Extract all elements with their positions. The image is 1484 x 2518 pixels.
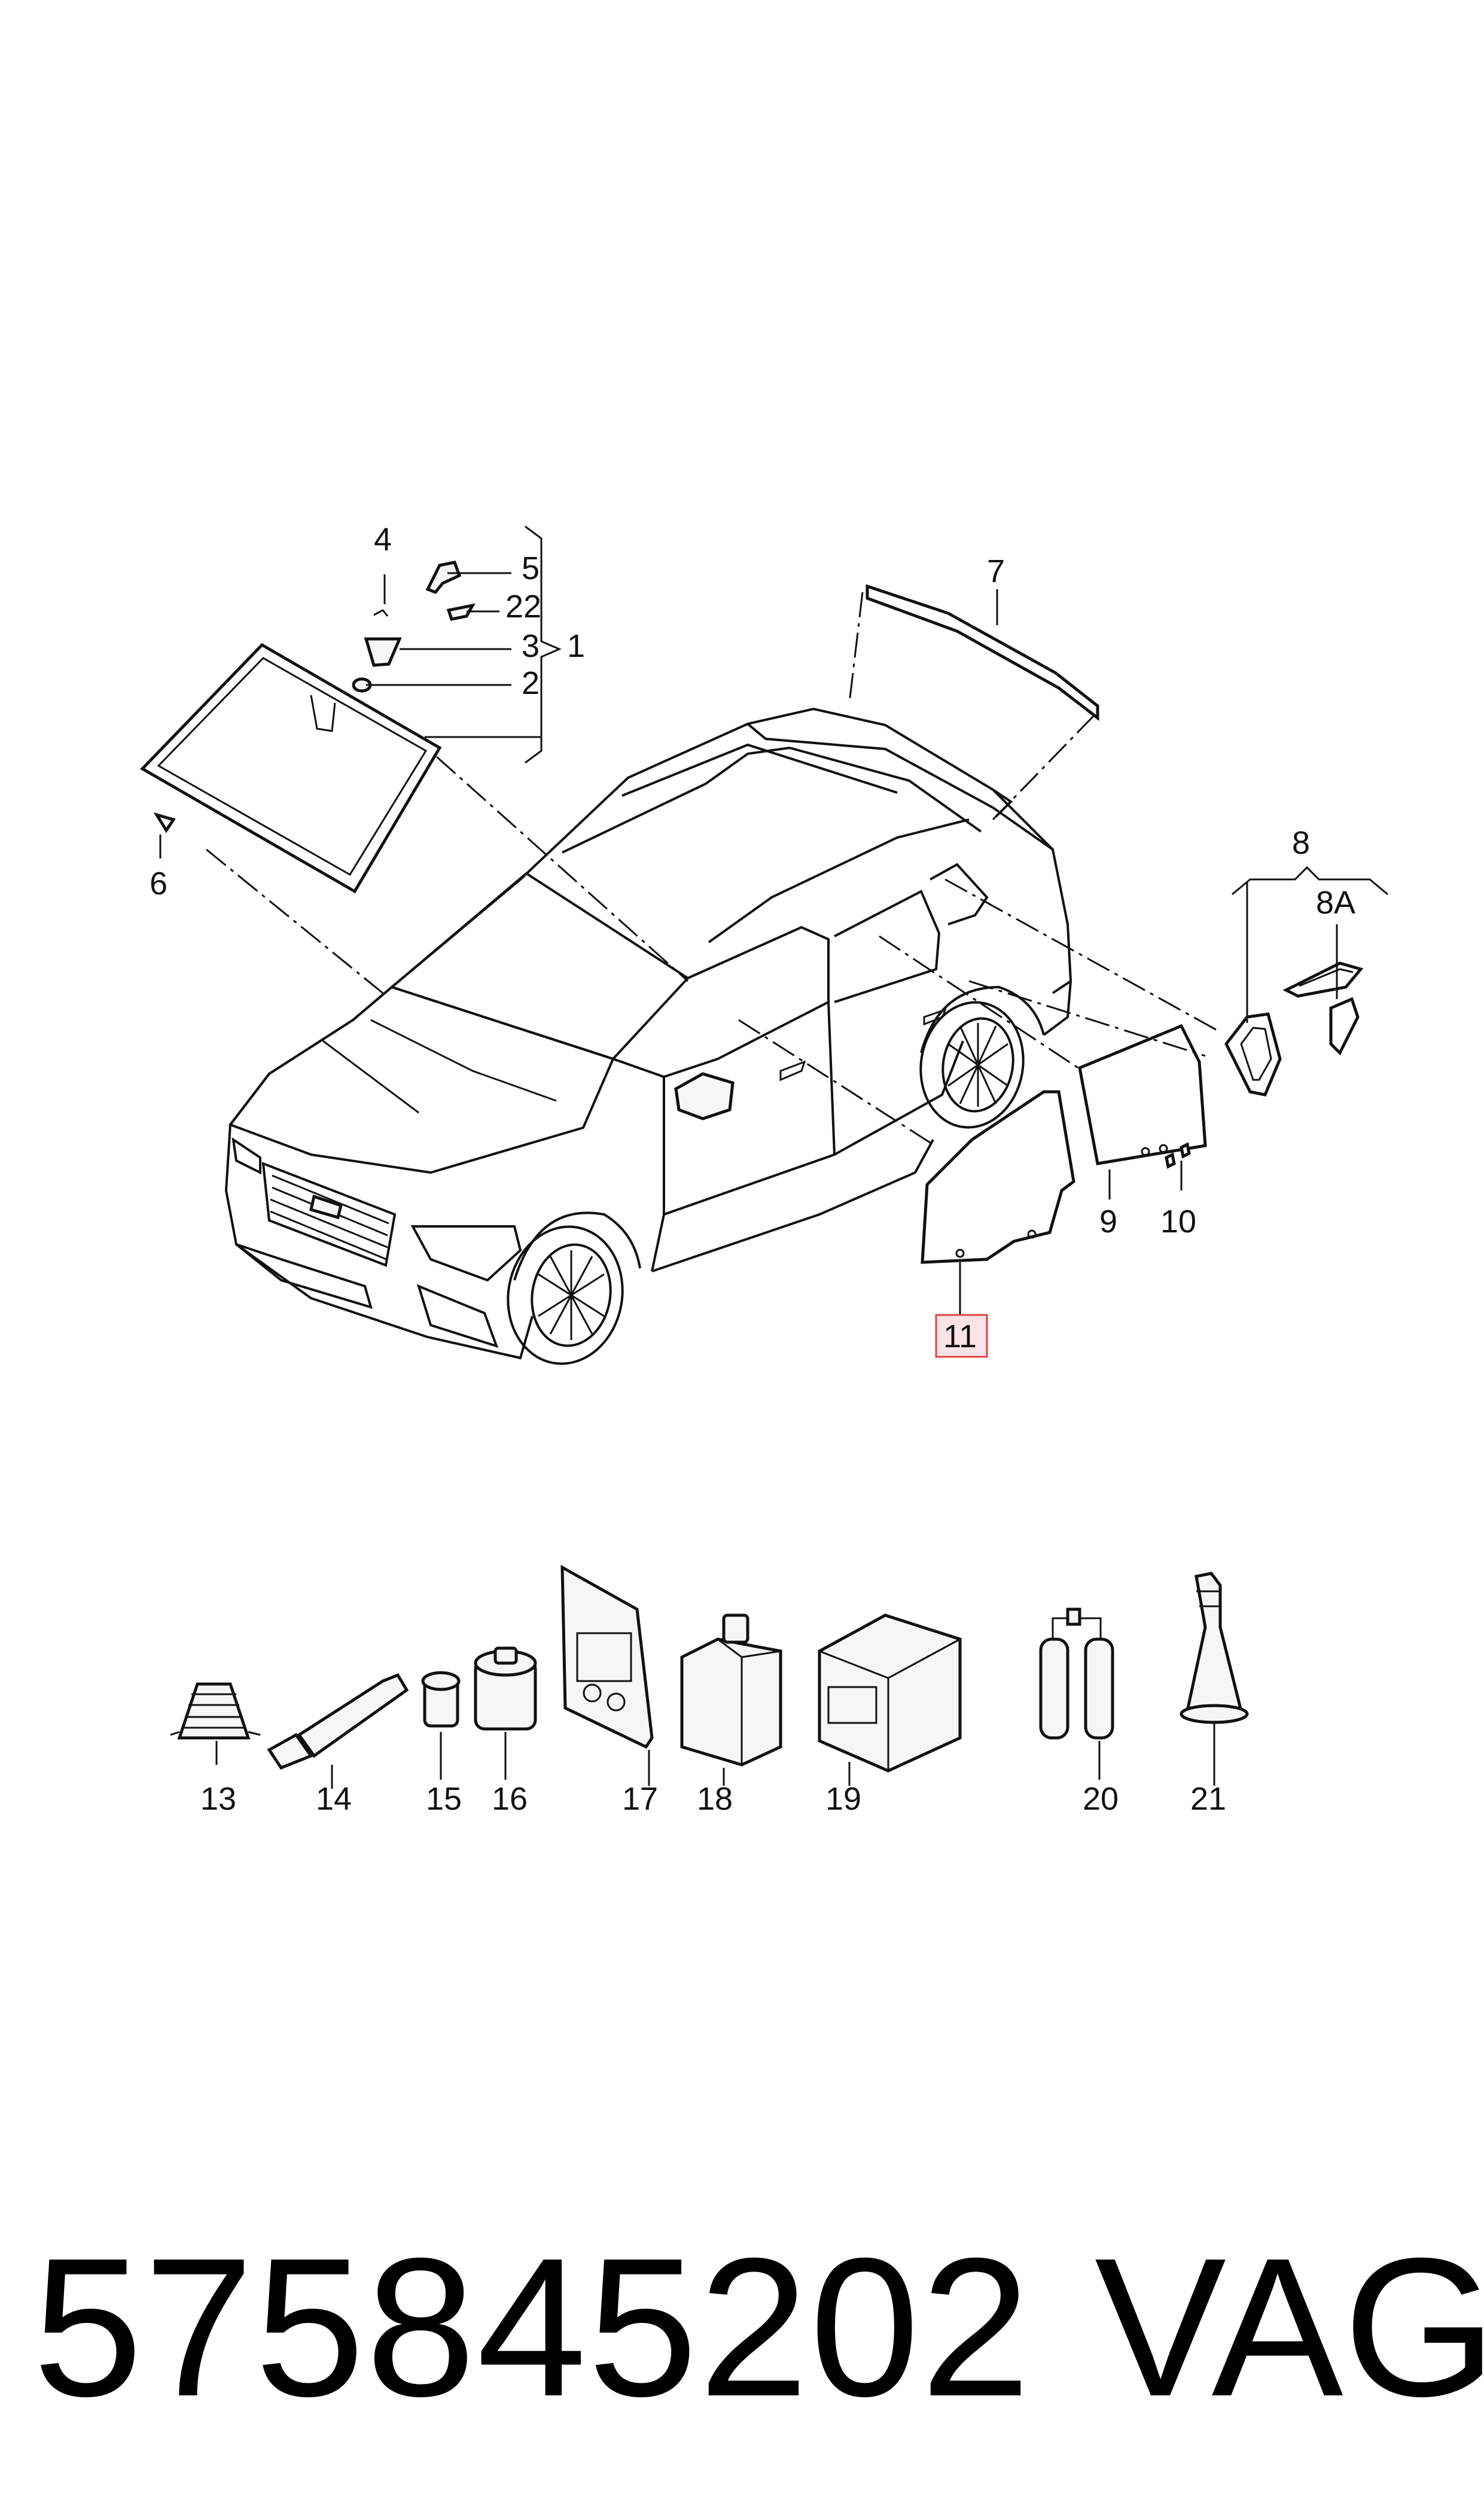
- callout-20: 20: [1083, 1781, 1119, 1817]
- callout-6: 6: [150, 866, 167, 902]
- projection-lines: [206, 592, 1221, 1144]
- callout-5: 5: [522, 550, 540, 586]
- accessory-13-sealing-cone: [170, 1682, 261, 1765]
- accessory-15-small-bottle: [421, 1671, 461, 1780]
- callout-8: 8: [1292, 825, 1310, 861]
- callout-9: 9: [1099, 1204, 1117, 1240]
- front-door-glass-part: [921, 1090, 1075, 1264]
- callout-leaders-body: [959, 589, 1388, 1315]
- callout-1: 1: [567, 628, 585, 664]
- accessory-labels: 13 14 15 16 17 18 19 20 21: [200, 1781, 1226, 1817]
- windshield-part: [139, 643, 442, 894]
- accessory-17-pouch: [560, 1564, 654, 1786]
- callout-8a: 8A: [1316, 885, 1355, 921]
- callout-13: 13: [200, 1781, 236, 1817]
- sensor-bracket-part: [153, 561, 476, 833]
- callout-leaders-windshield: [159, 525, 562, 858]
- accessory-16-can: [474, 1646, 537, 1780]
- callout-3: 3: [522, 628, 540, 664]
- accessory-21-nozzle: [1180, 1572, 1249, 1786]
- callout-10: 10: [1160, 1204, 1196, 1240]
- callout-14: 14: [316, 1781, 352, 1817]
- rear-wheel: [919, 985, 1045, 1129]
- callout-16: 16: [492, 1781, 528, 1817]
- rear-window-part: [866, 584, 1099, 721]
- car-body-illustration: [224, 707, 1072, 1365]
- part-number: 575845202: [33, 2216, 1032, 2437]
- footer: 575845202 VAG: [0, 2208, 1484, 2447]
- callout-18: 18: [697, 1781, 733, 1817]
- callout-17: 17: [622, 1781, 658, 1817]
- front-wheel: [507, 1211, 641, 1365]
- accessory-19-box: [818, 1613, 962, 1786]
- quarter-glass-part: [1224, 961, 1364, 1097]
- accessory-14-tube: [267, 1673, 409, 1789]
- callout-4: 4: [374, 522, 392, 558]
- rear-door-glass-part: [1078, 1024, 1207, 1169]
- callout-11: 11: [943, 1319, 977, 1354]
- accessory-18-bottle: [680, 1613, 782, 1786]
- callout-7: 7: [987, 553, 1005, 589]
- accessory-20-cartridge: [1039, 1607, 1114, 1780]
- brand-label: VAG: [1095, 2216, 1484, 2437]
- callout-labels: 4 5 22 3 1 2 6 7 8 8A 9 10: [150, 522, 1355, 1240]
- callout-22: 22: [505, 589, 541, 625]
- highlighted-callout: 11: [935, 1314, 988, 1358]
- callout-21: 21: [1190, 1781, 1226, 1817]
- callout-11-highlight-box: [935, 1314, 988, 1358]
- callout-19: 19: [825, 1781, 861, 1817]
- callout-15: 15: [426, 1781, 462, 1817]
- callout-2: 2: [522, 665, 540, 701]
